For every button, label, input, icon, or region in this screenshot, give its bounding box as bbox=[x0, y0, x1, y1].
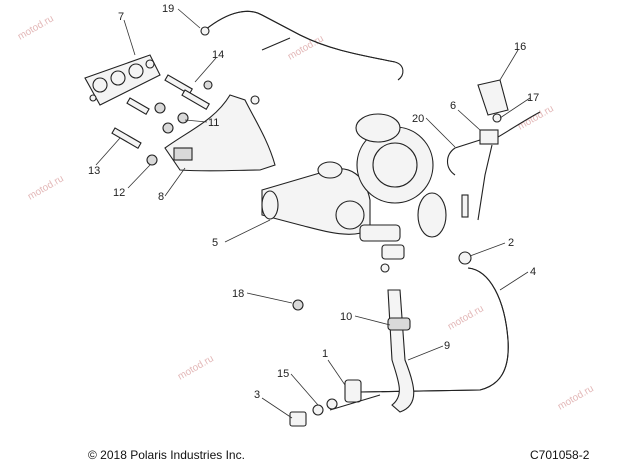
callout-8: 8 bbox=[158, 191, 164, 203]
part-8-heat-shield bbox=[164, 94, 276, 172]
callout-5: 5 bbox=[212, 237, 218, 249]
callout-7: 7 bbox=[118, 11, 124, 23]
callout-15: 15 bbox=[277, 368, 289, 380]
watermark: motod.ru bbox=[446, 303, 486, 332]
watermark: motod.ru bbox=[556, 383, 596, 412]
part-1-3-15 bbox=[289, 379, 381, 427]
callout-9: 9 bbox=[444, 340, 450, 352]
callout-16: 16 bbox=[514, 41, 526, 53]
watermark: motod.ru bbox=[26, 173, 66, 202]
part-7-gasket bbox=[84, 54, 161, 106]
bolt-set bbox=[111, 74, 213, 166]
part-2-banjo bbox=[380, 244, 472, 273]
callout-20: 20 bbox=[412, 113, 424, 125]
callout-18: 18 bbox=[232, 288, 244, 300]
part-6-fitting bbox=[477, 79, 541, 145]
part-20-line bbox=[446, 139, 493, 221]
part-9-hose bbox=[387, 289, 415, 413]
callout-labels: 1 2 3 4 5 6 7 8 9 10 11 12 13 14 15 16 1… bbox=[88, 3, 539, 401]
callout-17: 17 bbox=[527, 92, 539, 104]
callout-13: 13 bbox=[88, 165, 100, 177]
callout-6: 6 bbox=[450, 100, 456, 112]
callout-1: 1 bbox=[322, 348, 328, 360]
callout-10: 10 bbox=[340, 311, 352, 323]
callout-4: 4 bbox=[530, 266, 536, 278]
part-5-manifold bbox=[261, 161, 371, 235]
watermark: motod.ru bbox=[176, 353, 216, 382]
callout-11: 11 bbox=[208, 117, 219, 129]
callout-19: 19 bbox=[162, 3, 174, 15]
watermark: motod.ru bbox=[16, 13, 56, 42]
callout-leaders bbox=[95, 8, 531, 419]
callout-2: 2 bbox=[508, 237, 514, 249]
callout-14: 14 bbox=[212, 49, 224, 61]
copyright-notice: © 2018 Polaris Industries Inc. bbox=[88, 448, 245, 462]
part-19-hose bbox=[200, 10, 404, 81]
part-18-nut bbox=[292, 299, 304, 311]
part-4-oil-line bbox=[359, 267, 509, 393]
callout-3: 3 bbox=[254, 389, 260, 401]
watermark: motod.ru bbox=[516, 103, 556, 132]
diagram-code: C701058-2 bbox=[530, 448, 590, 462]
callout-12: 12 bbox=[113, 187, 125, 199]
turbocharger bbox=[355, 113, 447, 242]
